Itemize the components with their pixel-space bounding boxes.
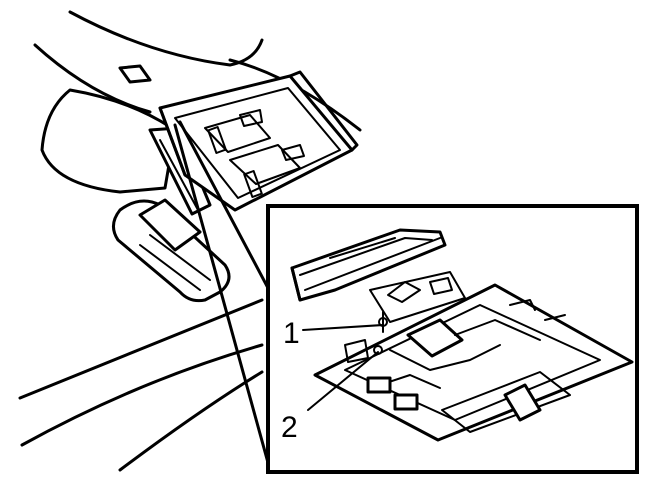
- lamp-housing: [290, 228, 447, 302]
- sun-visor-pad: [40, 88, 177, 194]
- leader-line-left: [173, 123, 272, 472]
- leader-line-inner: [178, 120, 270, 290]
- callout-2: 2: [281, 351, 379, 444]
- callout-1-label: 1: [283, 317, 300, 350]
- windshield-lines: [18, 298, 264, 472]
- fastener-2: [373, 345, 383, 355]
- detail-inset: [266, 204, 639, 474]
- callout-1-leader: [302, 324, 384, 331]
- switch-panel: [313, 283, 634, 442]
- rearview-mirror: [112, 198, 231, 303]
- callout-2-leader: [307, 351, 379, 411]
- callout-1: 1: [283, 317, 384, 350]
- callout-2-label: 2: [281, 411, 298, 444]
